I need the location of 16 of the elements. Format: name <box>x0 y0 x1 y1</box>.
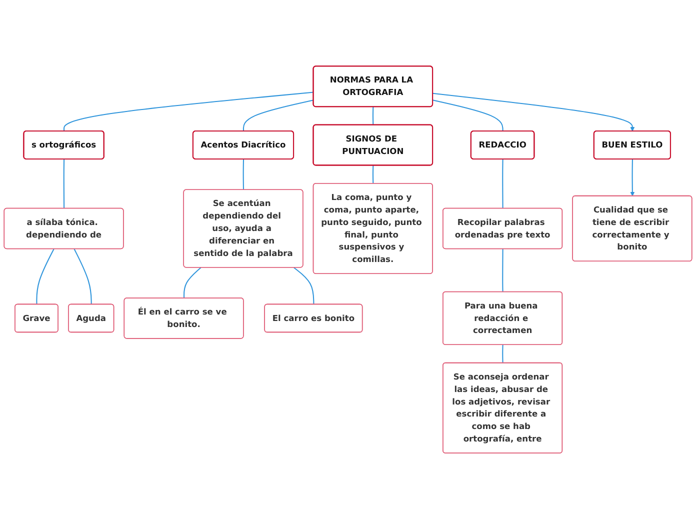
connector <box>502 160 504 209</box>
connector <box>64 92 314 132</box>
connector <box>74 249 92 305</box>
connector <box>294 268 314 305</box>
connector <box>432 100 504 132</box>
connector <box>242 160 244 190</box>
connector <box>63 160 65 209</box>
arrow <box>630 160 635 197</box>
connector <box>502 345 504 364</box>
arrow <box>432 93 635 132</box>
connector <box>502 249 504 292</box>
connector <box>36 249 54 305</box>
connector <box>372 166 374 184</box>
connector <box>183 268 202 299</box>
connector <box>242 100 314 132</box>
connector <box>372 107 374 126</box>
